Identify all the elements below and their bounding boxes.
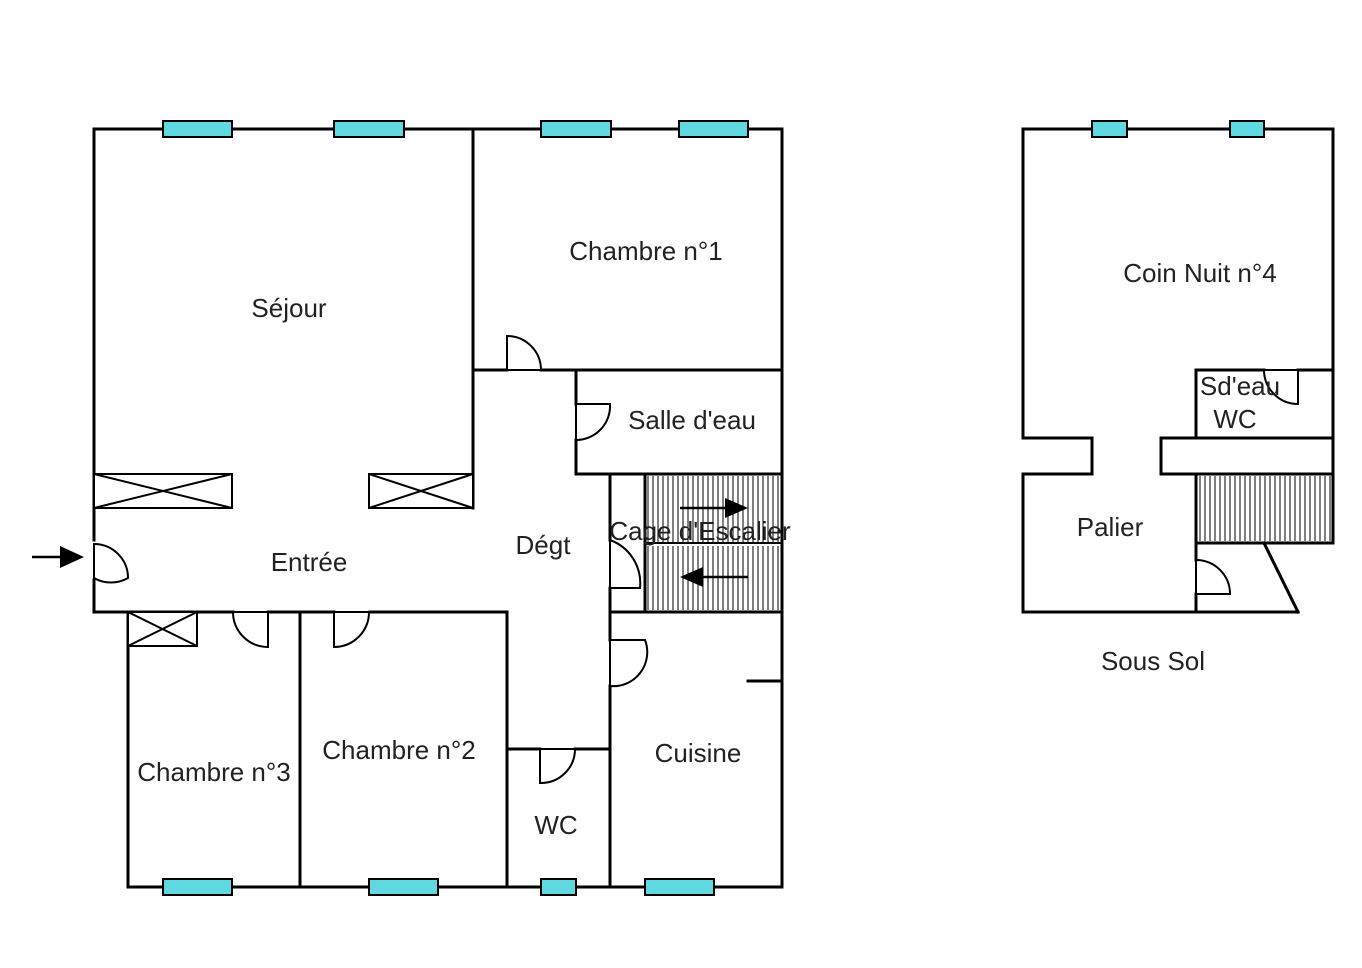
cupboard [368, 473, 474, 509]
window [678, 120, 749, 138]
stair-arrows-icon [680, 498, 748, 587]
label-chambre-3: Chambre n°3 [137, 757, 290, 787]
label-salle-eau: Salle d'eau [628, 405, 756, 435]
main-floor-walls [92, 127, 784, 889]
label-wc: WC [534, 810, 577, 840]
door [609, 639, 649, 688]
entrance-door [93, 542, 130, 584]
label-sejour: Séjour [251, 293, 326, 323]
window [644, 878, 715, 896]
door [231, 611, 269, 649]
window [162, 878, 233, 896]
label-cuisine: Cuisine [655, 738, 742, 768]
label-entree: Entrée [271, 547, 348, 577]
cupboard [93, 473, 233, 509]
door [575, 403, 612, 442]
doors-basement [1195, 369, 1299, 595]
window [162, 120, 233, 138]
label-sdeau: Sd'eau [1200, 371, 1280, 401]
door [333, 611, 371, 649]
label-palier: Palier [1077, 512, 1144, 542]
door [1195, 558, 1232, 595]
windows-main [162, 120, 749, 896]
window [1091, 120, 1128, 138]
label-coin-nuit: Coin Nuit n°4 [1123, 258, 1276, 288]
label-degt: Dégt [516, 530, 572, 560]
staircase-basement [1199, 476, 1331, 541]
room-labels-basement: Coin Nuit n°4 Sd'eau WC Palier Sous Sol [1077, 258, 1280, 676]
window [540, 878, 577, 896]
door [1262, 369, 1299, 406]
window [1229, 120, 1265, 138]
label-cage-escalier: Cage d'Escalier [609, 516, 791, 546]
room-labels-main: Séjour Chambre n°1 Salle d'eau Cage d'Es… [137, 236, 791, 840]
label-sous-sol: Sous Sol [1101, 646, 1205, 676]
window [540, 120, 612, 138]
cupboards [93, 473, 474, 647]
label-chambre-2: Chambre n°2 [322, 735, 475, 765]
entrance-arrow-icon [32, 546, 84, 568]
cupboard [127, 611, 198, 647]
doors-main [93, 334, 649, 785]
label-wc-basement: WC [1213, 404, 1256, 434]
door [506, 334, 543, 371]
door [539, 748, 577, 785]
label-chambre-1: Chambre n°1 [569, 236, 722, 266]
window [368, 878, 439, 896]
window [333, 120, 405, 138]
basement-walls [1021, 127, 1335, 615]
windows-basement [1091, 120, 1265, 138]
door [609, 538, 642, 589]
